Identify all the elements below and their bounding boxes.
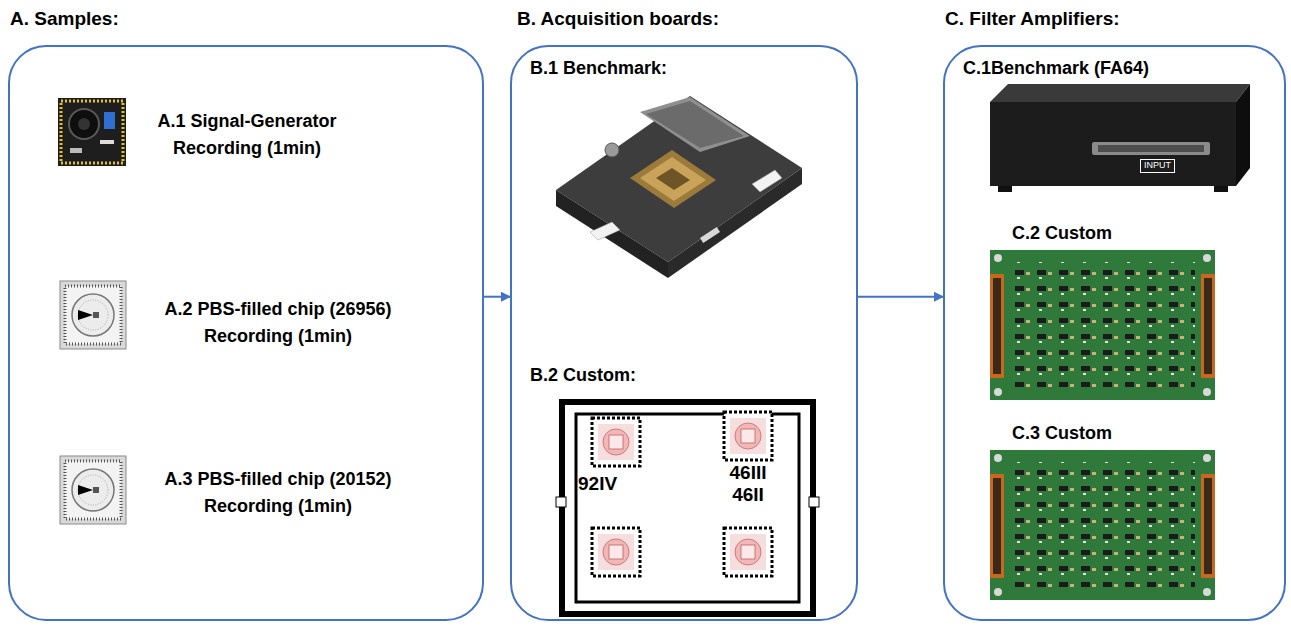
panel-frame	[943, 45, 1286, 621]
panel-heading: B. Acquisition boards:	[517, 8, 719, 30]
panel: C. Filter Amplifiers:	[943, 8, 1286, 621]
item-label: A.1 Signal-Generator Recording (1min)	[132, 108, 362, 162]
item-label: A.2 PBS-filled chip (26956) Recording (1…	[128, 296, 428, 350]
item-label: B.1 Benchmark:	[530, 55, 667, 82]
benchmark-board-image	[556, 96, 802, 278]
panel-heading: A. Samples:	[10, 8, 119, 30]
item-label: 46II	[720, 484, 776, 506]
mea-chip-image	[60, 281, 126, 349]
item-label: B.2 Custom:	[530, 362, 636, 389]
mea-chip-image	[60, 456, 126, 524]
signal-generator-image	[58, 98, 126, 166]
filter-amplifier-pcb-image	[990, 250, 1215, 400]
filter-amplifier-box-image	[990, 84, 1250, 192]
item-label: 92IV	[578, 470, 617, 499]
item-label: 46III	[720, 462, 776, 484]
custom-board-drawing	[556, 402, 819, 614]
item-label: C.3 Custom	[1012, 420, 1112, 447]
item-label: C.2 Custom	[1012, 220, 1112, 247]
panel-label: INPUT	[1140, 159, 1175, 173]
flow-arrow	[858, 296, 943, 298]
panel: B. Acquisition boards:	[510, 8, 858, 621]
item-label: C.1Benchmark (FA64)	[963, 55, 1149, 82]
panel-heading: C. Filter Amplifiers:	[945, 8, 1120, 30]
panel-frame	[510, 45, 858, 621]
item-label: A.3 PBS-filled chip (20152) Recording (1…	[128, 466, 428, 520]
filter-amplifier-pcb-image	[990, 450, 1215, 600]
flow-arrow	[484, 296, 510, 298]
